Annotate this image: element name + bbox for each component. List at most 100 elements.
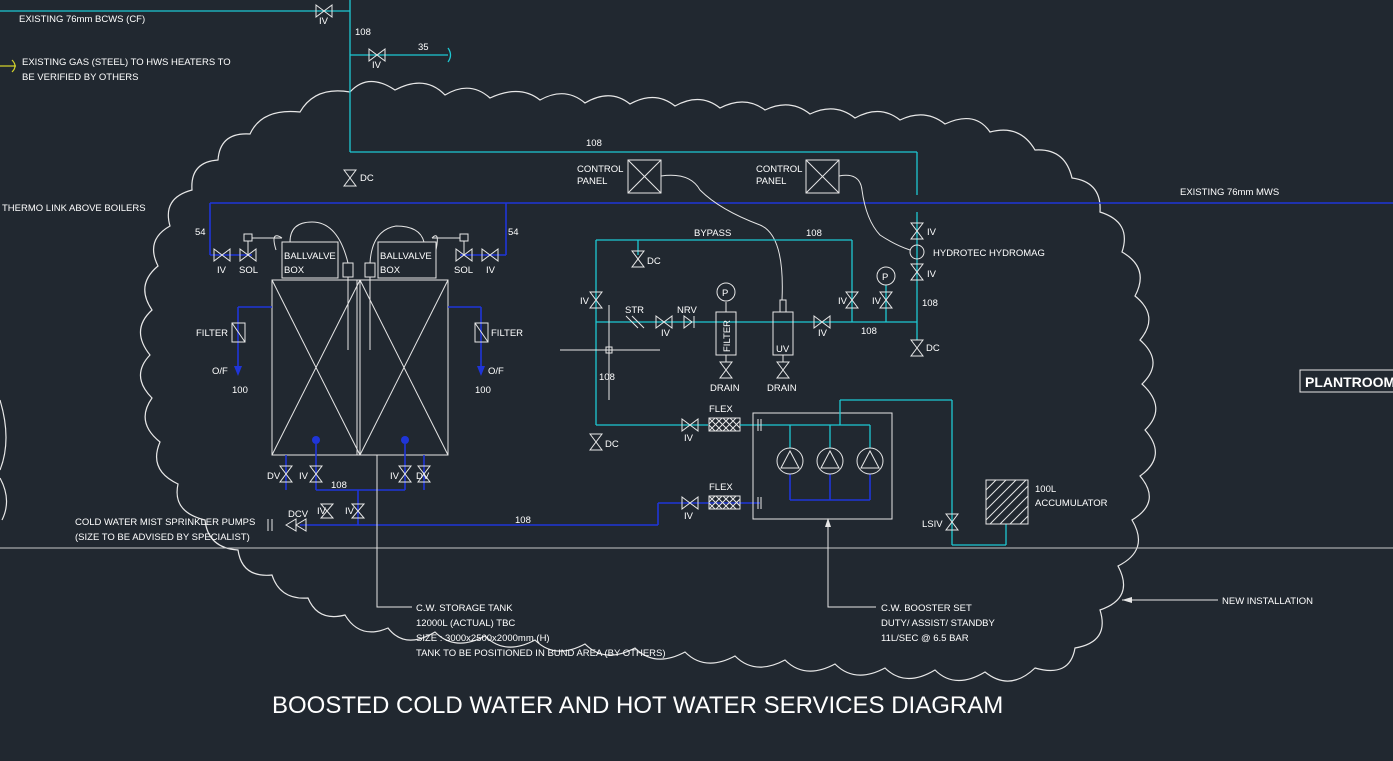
label-sol: SOL [454, 265, 473, 276]
ballvalve-link-right [431, 235, 438, 251]
label-iv: IV [580, 296, 590, 307]
label-lsiv: LSIV [922, 519, 943, 530]
flex-connector [708, 495, 741, 510]
ballvalve-link-left [273, 235, 283, 251]
label-iv: IV [299, 471, 309, 482]
ballvalve-box-right [377, 241, 437, 279]
label-booster-3: 11L/SEC @ 6.5 BAR [881, 633, 969, 644]
label-size: 108 [806, 228, 822, 239]
label-size: 108 [861, 326, 877, 337]
pump-unit [856, 425, 884, 500]
label-filter: FILTER [196, 328, 228, 339]
label-gas-2: BE VERIFIED BY OTHERS [22, 72, 139, 83]
label-bypass: BYPASS [694, 228, 731, 239]
overflow-filter-left [231, 322, 246, 343]
label-tank-2: 12000L (ACTUAL) TBC [416, 618, 515, 629]
label-iv: IV [317, 506, 327, 517]
label-size: 100 [475, 385, 491, 396]
label-size: 54 [508, 227, 519, 238]
filter-pressure-gauge [716, 282, 736, 302]
isolating-valve [368, 48, 386, 62]
label-flex: FLEX [709, 404, 733, 415]
label-tank-4: TANK TO BE POSITIONED IN BUND AREA (BY O… [416, 648, 666, 659]
inlet-valves-left [213, 233, 282, 262]
label-p: P [882, 272, 888, 283]
label-accumulator-size: 100L [1035, 484, 1056, 495]
label-iv: IV [927, 269, 937, 280]
overflow-filter-right [474, 322, 489, 343]
label-dc: DC [360, 173, 374, 184]
isolating-valve [315, 4, 333, 18]
label-dcv: DCV [288, 509, 309, 520]
label-iv: IV [486, 265, 496, 276]
ballvalve-arc-right [369, 225, 425, 264]
flex-connector [708, 417, 741, 432]
lsiv-valve [945, 513, 959, 531]
ballvalve-arc-left [289, 221, 349, 264]
label-size: 108 [599, 372, 615, 383]
label-filter: FILTER [491, 328, 523, 339]
label-flex: FLEX [709, 482, 733, 493]
label-size: 108 [355, 27, 371, 38]
label-iv: IV [345, 506, 355, 517]
label-size: 108 [515, 515, 531, 526]
label-sprinkler-1: COLD WATER MIST SPRINKLER PUMPS [75, 517, 255, 528]
label-booster-1: C.W. BOOSTER SET [881, 603, 972, 614]
booster-leader-arrow [825, 518, 831, 527]
tank-outlet-dot [401, 436, 409, 444]
control-panel [805, 159, 840, 194]
label-nrv: NRV [677, 305, 698, 316]
label-iv: IV [661, 328, 671, 339]
label-size: 35 [418, 42, 429, 53]
label-sprinkler-2: (SIZE TO BE ADVISED BY SPECIALIST) [75, 532, 250, 543]
tank-outlet-dot [312, 436, 320, 444]
label-of: O/F [488, 366, 504, 377]
label-iv: IV [684, 433, 694, 444]
outlet-valves [279, 465, 431, 519]
storage-tank [271, 277, 449, 456]
crosshair-box [605, 346, 613, 354]
label-new-installation: NEW INSTALLATION [1222, 596, 1313, 607]
label-iv: IV [872, 296, 882, 307]
pump-unit [816, 425, 844, 500]
label-existing-mws: EXISTING 76mm MWS [1180, 187, 1279, 198]
annotations: EXISTING 76mm BCWS (CF) IV 108 IV 35 EXI… [2, 14, 1393, 719]
label-thermo-link: THERMO LINK ABOVE BOILERS [2, 203, 146, 214]
label-iv: IV [217, 265, 227, 276]
label-dc: DC [647, 256, 661, 267]
dcv-valve [267, 518, 307, 532]
pump-unit [776, 425, 804, 500]
label-of: O/F [212, 366, 228, 377]
plantroom-box [1299, 369, 1393, 393]
label-box: BOX [380, 265, 401, 276]
float-left [342, 262, 354, 278]
label-size: 100 [232, 385, 248, 396]
label-drain: DRAIN [710, 383, 740, 394]
ballvalve-box-left [281, 241, 339, 279]
drain-cock-valve [343, 169, 357, 187]
flex-valves [681, 418, 699, 510]
new-install-arrow [1122, 597, 1132, 603]
label-sol: SOL [239, 265, 258, 276]
plantroom-label: PLANTROOM [1305, 374, 1393, 390]
label-size: 108 [586, 138, 602, 149]
label-size: 108 [922, 298, 938, 309]
label-iv: IV [319, 16, 329, 27]
overflow-arrow-right [477, 366, 485, 376]
inlet-valves-right [432, 233, 499, 262]
label-box: BOX [284, 265, 305, 276]
label-dv: DV [416, 471, 430, 482]
label-drain: DRAIN [767, 383, 797, 394]
cloud-fragment [0, 399, 8, 521]
label-accumulator: ACCUMULATOR [1035, 498, 1108, 509]
label-booster-2: DUTY/ ASSIST/ STANDBY [881, 618, 996, 629]
label-str: STR [625, 305, 644, 316]
label-ballvalve: BALLVALVE [380, 251, 432, 262]
control-panel [627, 159, 662, 194]
tank-leader [376, 455, 412, 608]
label-panel: PANEL [756, 176, 786, 187]
label-p: P [722, 288, 728, 299]
float-right [364, 262, 376, 278]
booster-set-frame [752, 412, 893, 520]
